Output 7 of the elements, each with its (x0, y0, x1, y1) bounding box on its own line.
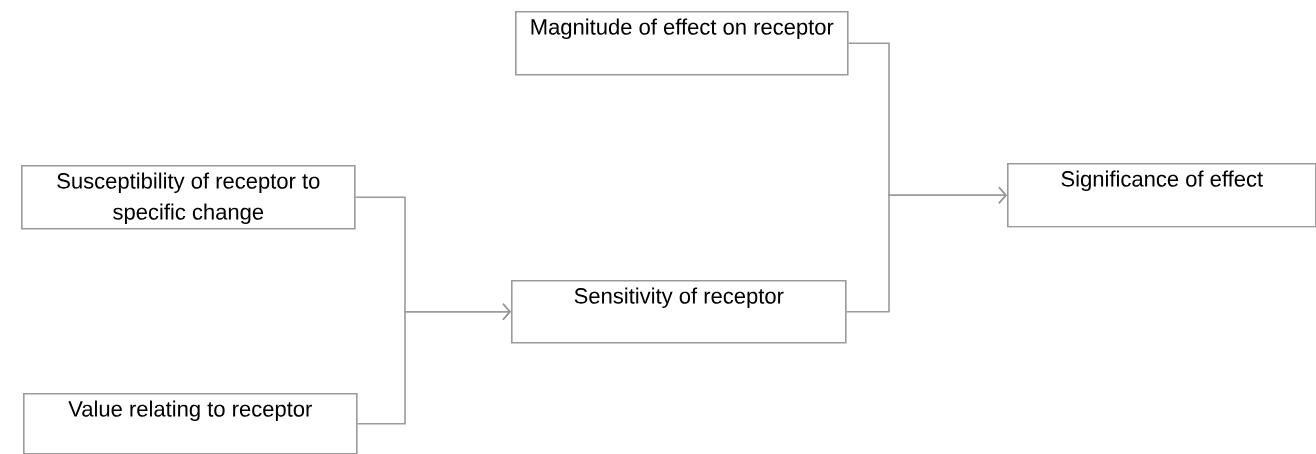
process-box: Value relating to receptor (23, 393, 358, 454)
connector-arrow (845, 186, 1007, 313)
process-box: Sensitivity of receptor (511, 280, 847, 344)
process-box: Significance of effect (1007, 163, 1316, 228)
connector-arrow (356, 303, 511, 425)
process-box: Magnitude of effect on receptor (515, 11, 849, 76)
process-box: Susceptibility of receptor to specific change (21, 165, 356, 230)
